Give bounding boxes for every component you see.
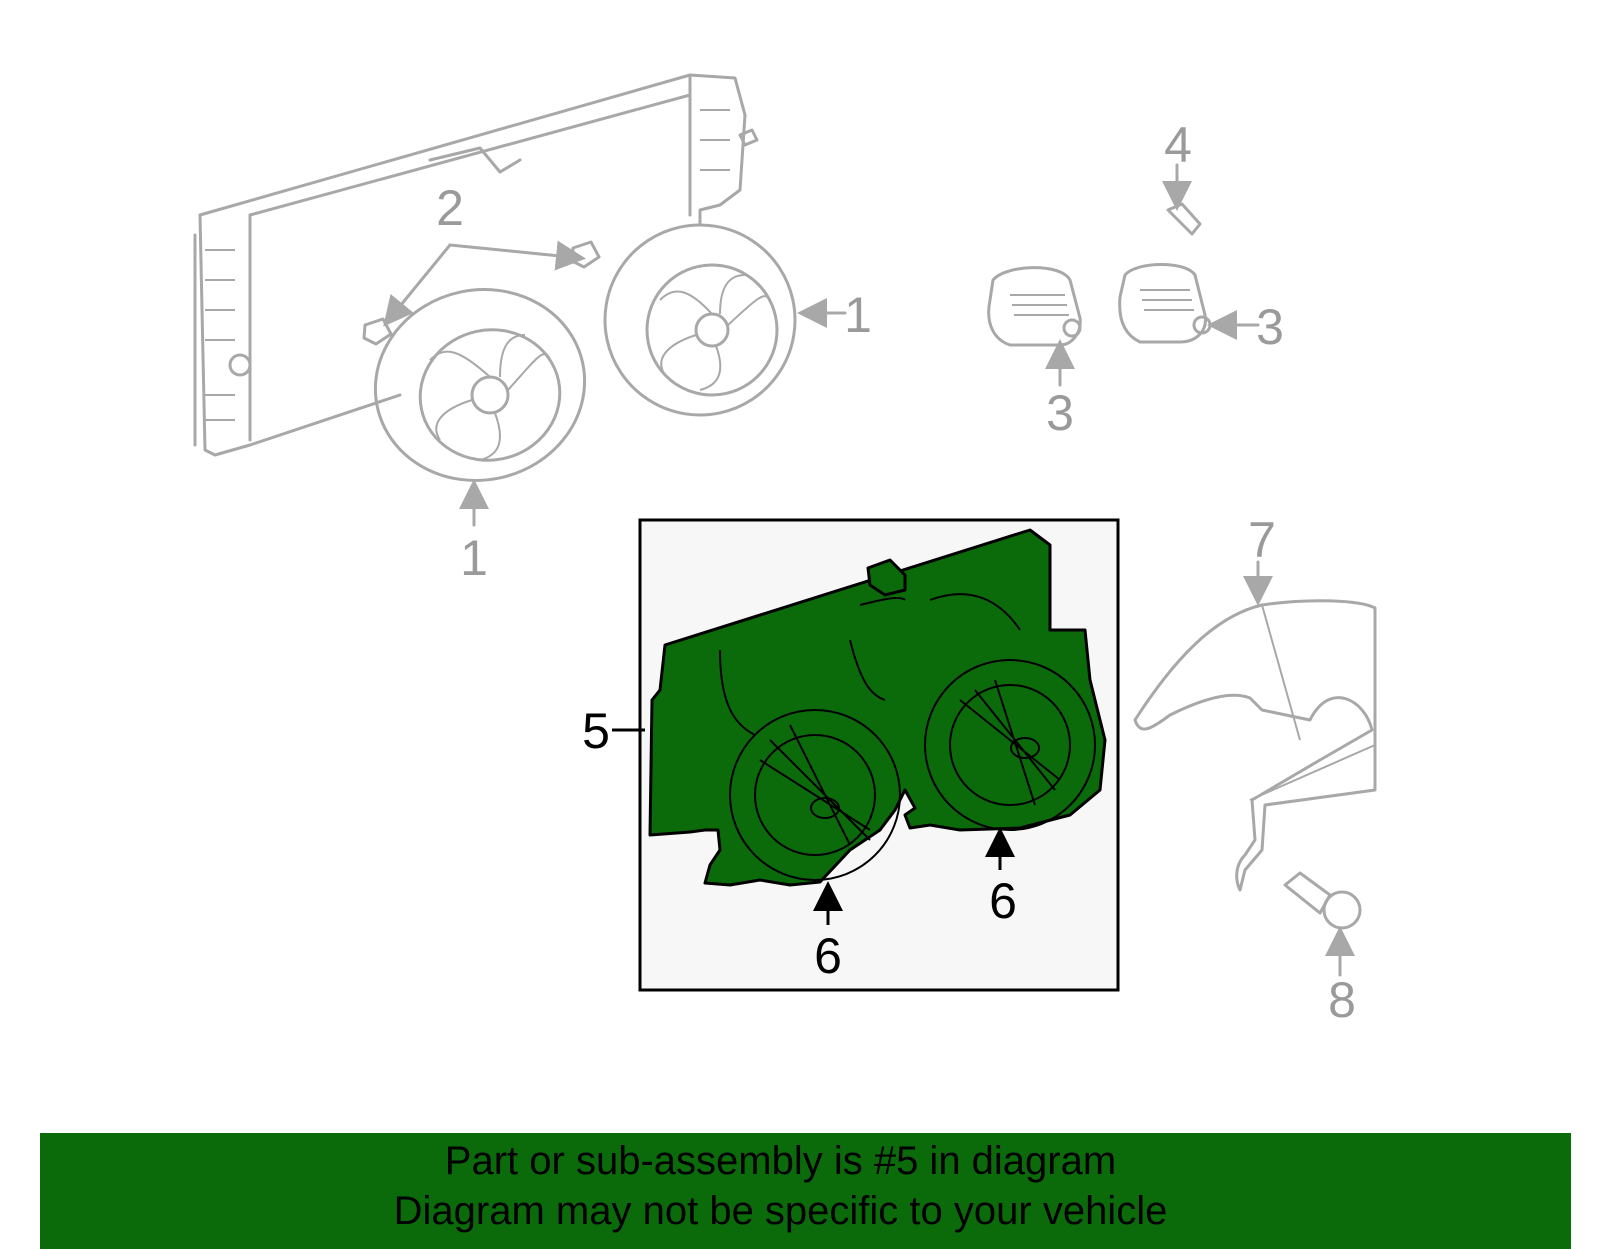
motor-part-3a [987, 266, 1082, 347]
callout-6-left: 6 [814, 928, 842, 984]
callout-1-bottom: 1 [460, 530, 488, 586]
callout-2: 2 [436, 180, 464, 236]
motor-part-3b [1118, 263, 1212, 344]
footer-line-2: Diagram may not be specific to your vehi… [393, 1189, 1168, 1233]
clip-part-2b [570, 240, 601, 269]
footer-banner: Part or sub-assembly is #5 in diagram Di… [40, 1133, 1571, 1249]
callout-8: 8 [1328, 972, 1356, 1028]
leader-lines [383, 163, 1355, 977]
parts-diagram: 2 1 1 3 3 4 5 6 6 7 8 [193, 73, 1377, 1028]
callout-3-right: 3 [1256, 299, 1284, 355]
callout-3-left: 3 [1046, 385, 1074, 441]
callout-7: 7 [1248, 512, 1276, 568]
footer-line-1: Part or sub-assembly is #5 in diagram [444, 1139, 1117, 1183]
fan-shroud-assembly-part-5 [648, 528, 1107, 887]
bolt-part-8 [1283, 871, 1362, 930]
shroud-part-7 [1133, 599, 1377, 892]
fan-left-ghost [373, 288, 587, 482]
callout-6-right: 6 [989, 873, 1017, 929]
callout-5: 5 [582, 703, 610, 759]
fan-right-ghost [603, 223, 797, 417]
clip-part-2a [362, 317, 393, 346]
callout-4: 4 [1164, 117, 1192, 173]
callout-1-right: 1 [844, 287, 872, 343]
screw-part-4 [1166, 202, 1202, 236]
radiator-ghost [193, 73, 759, 457]
